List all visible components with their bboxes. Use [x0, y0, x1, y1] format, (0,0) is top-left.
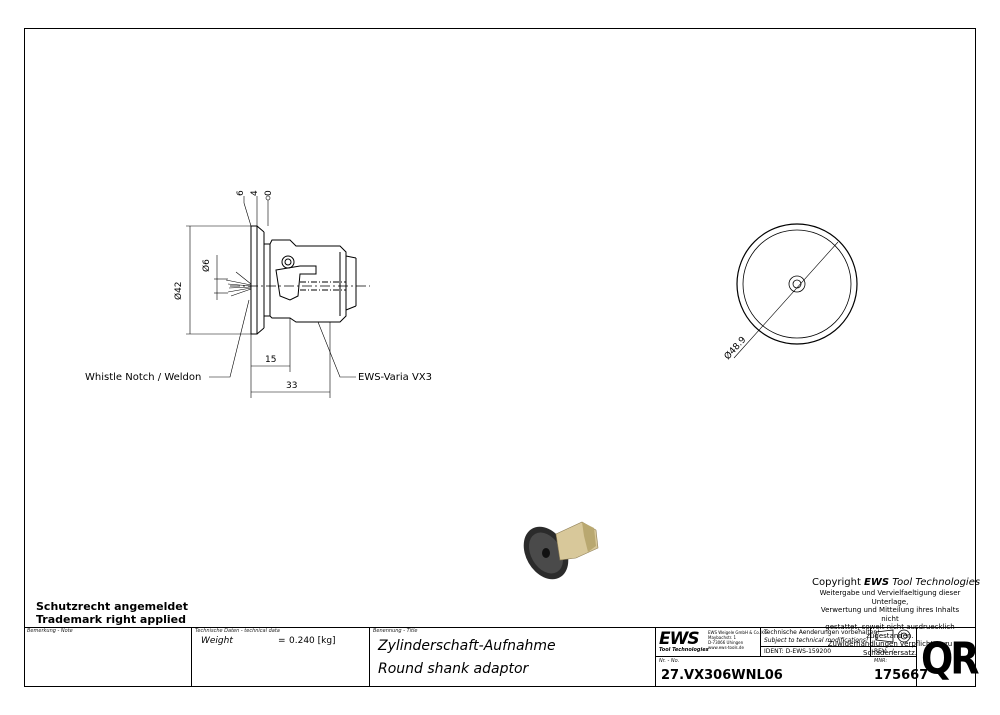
protection-note-de: Schutzrecht angemeldet: [36, 600, 188, 613]
qr-cell: QR: [916, 627, 980, 687]
protection-note-en: Trademark right applied: [36, 613, 186, 626]
dim-0-label: 0: [264, 190, 274, 196]
projection-cell: REV: -/-: [870, 627, 917, 657]
flange: [250, 225, 258, 335]
front-view: [733, 223, 858, 359]
note-cell: Bemerkung - Note: [27, 628, 73, 634]
company-cell: EWS Tool Technologies EWS Weigele GmbH &…: [655, 627, 767, 657]
changes-cell: Technische Aenderungen vorbehalten! Subj…: [760, 627, 880, 657]
number-cell: Nr. - No. 27.VX306WNL06 MNR: 175667: [655, 657, 928, 687]
projection-symbol-icon: [875, 629, 911, 643]
dim-6-label: 6: [236, 190, 246, 196]
dim-15-label: 15: [265, 355, 276, 365]
title-block: Bemerkung - Note Technische Daten - tech…: [24, 627, 980, 687]
dim-4-label: 4: [250, 190, 260, 196]
whistle-notch-label: Whistle Notch / Weldon: [85, 372, 201, 383]
varia-label: EWS-Varia VX3: [358, 372, 432, 383]
title-cell: Benennung - Title Zylinderschaft-Aufnahm…: [369, 627, 655, 687]
dim-phi42-label: Ø42: [173, 281, 184, 300]
qr-label: QR: [921, 633, 980, 684]
mnr-number: 175667: [874, 668, 929, 683]
dim-phi489-label: Ø48.9: [722, 334, 749, 362]
drawing-frame: [24, 28, 976, 687]
title-de: Zylinderschaft-Aufnahme: [378, 638, 556, 654]
part-number: 27.VX306WNL06: [661, 668, 783, 683]
technical-data-cell: Technische Daten - technical data Weight…: [191, 627, 369, 687]
ews-logo: EWS: [659, 629, 700, 649]
dim-33-label: 33: [286, 381, 297, 391]
dim-phi6-label: Ø6: [201, 259, 212, 272]
body-outline: [263, 239, 347, 323]
title-en: Round shank adaptor: [378, 661, 529, 677]
iso-render: [523, 521, 599, 580]
copyright-heading: Copyright EWS Tool Technologies: [812, 577, 981, 588]
side-view: [186, 195, 370, 398]
